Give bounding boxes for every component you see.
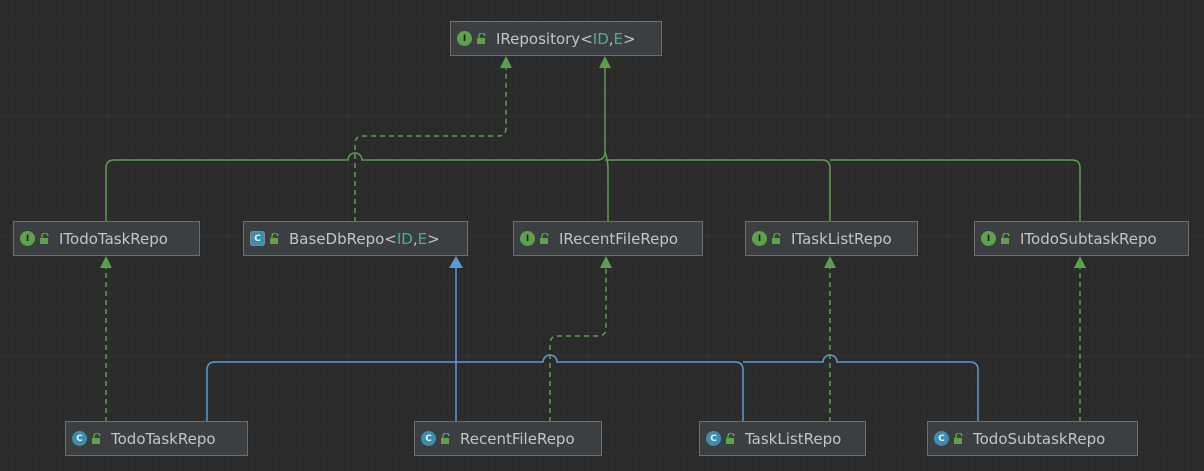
- type-param-open: <: [580, 29, 593, 48]
- node-itodotaskrepo[interactable]: I ITodoTaskRepo: [13, 221, 200, 256]
- lock-open-icon: [477, 32, 486, 44]
- edge-recentfilerepo-to-irecentfilerepo: [549, 264, 607, 422]
- arrowhead-irepository-extends: [599, 56, 611, 68]
- type-param-e: E: [417, 229, 428, 248]
- type-param-id: ID: [396, 229, 413, 248]
- lock-open-icon: [40, 232, 49, 244]
- edge-tasklistrepo-to-basedbrepo: [456, 354, 744, 422]
- arrowhead-irepository-implements: [500, 56, 512, 68]
- node-title: RecentFileRepo: [460, 429, 575, 448]
- node-title: IRecentFileRepo: [559, 229, 679, 248]
- node-title: TodoSubtaskRepo: [973, 429, 1106, 448]
- type-param-separator: ,: [608, 29, 614, 48]
- node-itasklistrepo[interactable]: I ITaskListRepo: [745, 221, 918, 256]
- type-param-e: E: [613, 29, 624, 48]
- node-irepository[interactable]: I IRepository<ID, E>: [450, 21, 662, 56]
- edge-todosubtaskrepo-to-basedbrepo: [743, 354, 979, 422]
- class-icon: C: [72, 431, 87, 446]
- edge-irecentfilerepo-to-irepository: [604, 151, 609, 222]
- type-param-close: >: [623, 29, 636, 48]
- node-irecentfilerepo[interactable]: I IRecentFileRepo: [513, 221, 703, 256]
- arrowhead-itasklistrepo: [824, 256, 836, 268]
- node-title: ITaskListRepo: [791, 229, 892, 248]
- lock-open-icon: [270, 232, 279, 244]
- edge-itodotaskrepo-to-irepository: [105, 64, 606, 222]
- lock-open-icon: [954, 432, 963, 444]
- arrowhead-irecentfilerepo: [600, 256, 612, 268]
- type-param-open: <: [384, 229, 397, 248]
- node-title: ITodoTaskRepo: [59, 229, 168, 248]
- node-tasklistrepo[interactable]: C TaskListRepo: [699, 421, 866, 456]
- arrowhead-basedbrepo-extends: [449, 256, 463, 268]
- type-param-separator: ,: [412, 229, 418, 248]
- lock-open-icon: [441, 432, 450, 444]
- class-icon: C: [421, 431, 436, 446]
- lock-open-icon: [726, 432, 735, 444]
- abstract-class-icon: C: [250, 231, 265, 246]
- lock-open-icon: [772, 232, 781, 244]
- class-icon: C: [706, 431, 721, 446]
- lock-open-icon: [540, 232, 549, 244]
- edge-todotaskrepo-to-basedbrepo: [206, 361, 456, 422]
- node-title: IRepository: [496, 29, 581, 48]
- edge-itodosubtaskrepo-to-irepository: [830, 159, 1081, 222]
- lock-open-icon: [92, 432, 101, 444]
- node-todosubtaskrepo[interactable]: C TodoSubtaskRepo: [927, 421, 1138, 456]
- node-title: ITodoSubtaskRepo: [1020, 229, 1157, 248]
- interface-icon: I: [752, 231, 767, 246]
- interface-icon: I: [981, 231, 996, 246]
- interface-icon: I: [520, 231, 535, 246]
- node-title: TodoTaskRepo: [111, 429, 216, 448]
- interface-icon: I: [457, 31, 472, 46]
- node-itodosubtaskrepo[interactable]: I ITodoSubtaskRepo: [974, 221, 1189, 256]
- arrowhead-itodosubtaskrepo: [1074, 256, 1086, 268]
- class-icon: C: [934, 431, 949, 446]
- node-title: BaseDbRepo: [289, 229, 385, 248]
- edge-basedbrepo-to-irepository: [354, 64, 507, 222]
- type-param-id: ID: [592, 29, 609, 48]
- interface-icon: I: [20, 231, 35, 246]
- node-basedbrepo[interactable]: C BaseDbRepo<ID, E>: [243, 221, 468, 256]
- lock-open-icon: [1001, 232, 1010, 244]
- node-todotaskrepo[interactable]: C TodoTaskRepo: [65, 421, 248, 456]
- type-param-close: >: [427, 229, 440, 248]
- arrowhead-itodotaskrepo: [100, 256, 112, 268]
- node-title: TaskListRepo: [745, 429, 842, 448]
- node-recentfilerepo[interactable]: C RecentFileRepo: [414, 421, 602, 456]
- edge-itasklistrepo-to-irepository: [605, 159, 831, 222]
